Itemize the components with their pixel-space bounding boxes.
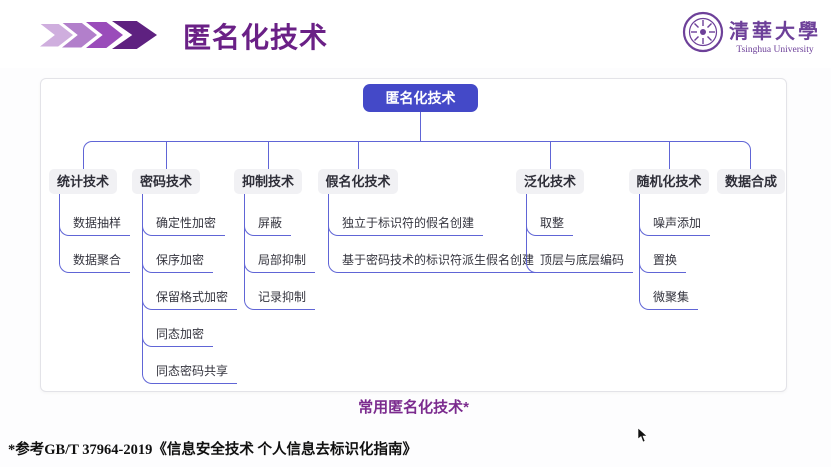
chevron-icons <box>40 20 157 50</box>
branch-node-cryptographic: 密码技术 <box>132 169 200 194</box>
diagram-card: 匿名化技术 统计技术 密码技术 抑制技术 假名化技术 泛化技术 随机化技术 数据… <box>40 78 787 392</box>
branch-node-suppression: 抑制技术 <box>234 169 302 194</box>
tree-root-node: 匿名化技术 <box>363 84 478 112</box>
connector-line <box>358 141 359 169</box>
branch-trunk-line <box>142 194 143 375</box>
branch-node-generalization: 泛化技术 <box>516 169 584 194</box>
branch-node-pseudonymization: 假名化技术 <box>318 169 398 194</box>
university-logo: 清華大學 Tsinghua University <box>682 11 821 58</box>
connector-bus-line <box>83 141 751 169</box>
page-title: 匿名化技术 <box>183 22 329 53</box>
logo-chinese-name: 清華大學 <box>729 20 821 43</box>
logo-text: 清華大學 Tsinghua University <box>729 15 821 55</box>
branch-trunk-line <box>639 194 640 301</box>
connector-line <box>268 141 269 169</box>
connector-line <box>420 112 421 141</box>
mouse-cursor-icon <box>637 427 648 448</box>
branch-node-data-synthesis: 数据合成 <box>717 169 785 194</box>
diagram-caption: 常用匿名化技术* <box>358 399 469 416</box>
connector-line <box>550 141 551 169</box>
branch-node-statistical: 统计技术 <box>49 169 117 194</box>
connector-line <box>166 141 167 169</box>
branch-node-randomization: 随机化技术 <box>629 169 709 194</box>
logo-english-name: Tsinghua University <box>736 44 814 55</box>
branch-trunk-line <box>244 194 245 301</box>
connector-line <box>669 141 670 169</box>
reference-footnote: *参考GB/T 37964-2019《信息安全技术 个人信息去标识化指南》 <box>8 442 417 458</box>
tsinghua-seal-icon <box>682 11 724 58</box>
chevron-right-icon <box>40 23 73 47</box>
slide-header: 匿名化技术 <box>0 0 831 68</box>
